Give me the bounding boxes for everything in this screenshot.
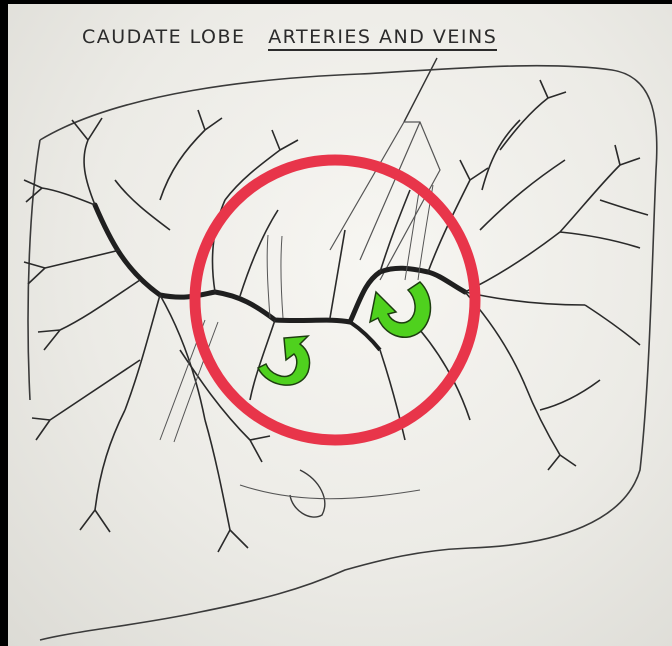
green-curved-arrow-right-icon (370, 282, 431, 337)
inner-contour (240, 485, 420, 499)
title-leader-line (404, 58, 437, 122)
vessel-drop (350, 322, 380, 350)
green-curved-arrow-left-icon (258, 336, 310, 385)
right-branches (250, 80, 648, 470)
left-branches (24, 110, 298, 552)
liver-outline (28, 66, 657, 640)
gallbladder-outline (290, 470, 325, 517)
main-vessel-trunk (95, 205, 465, 322)
